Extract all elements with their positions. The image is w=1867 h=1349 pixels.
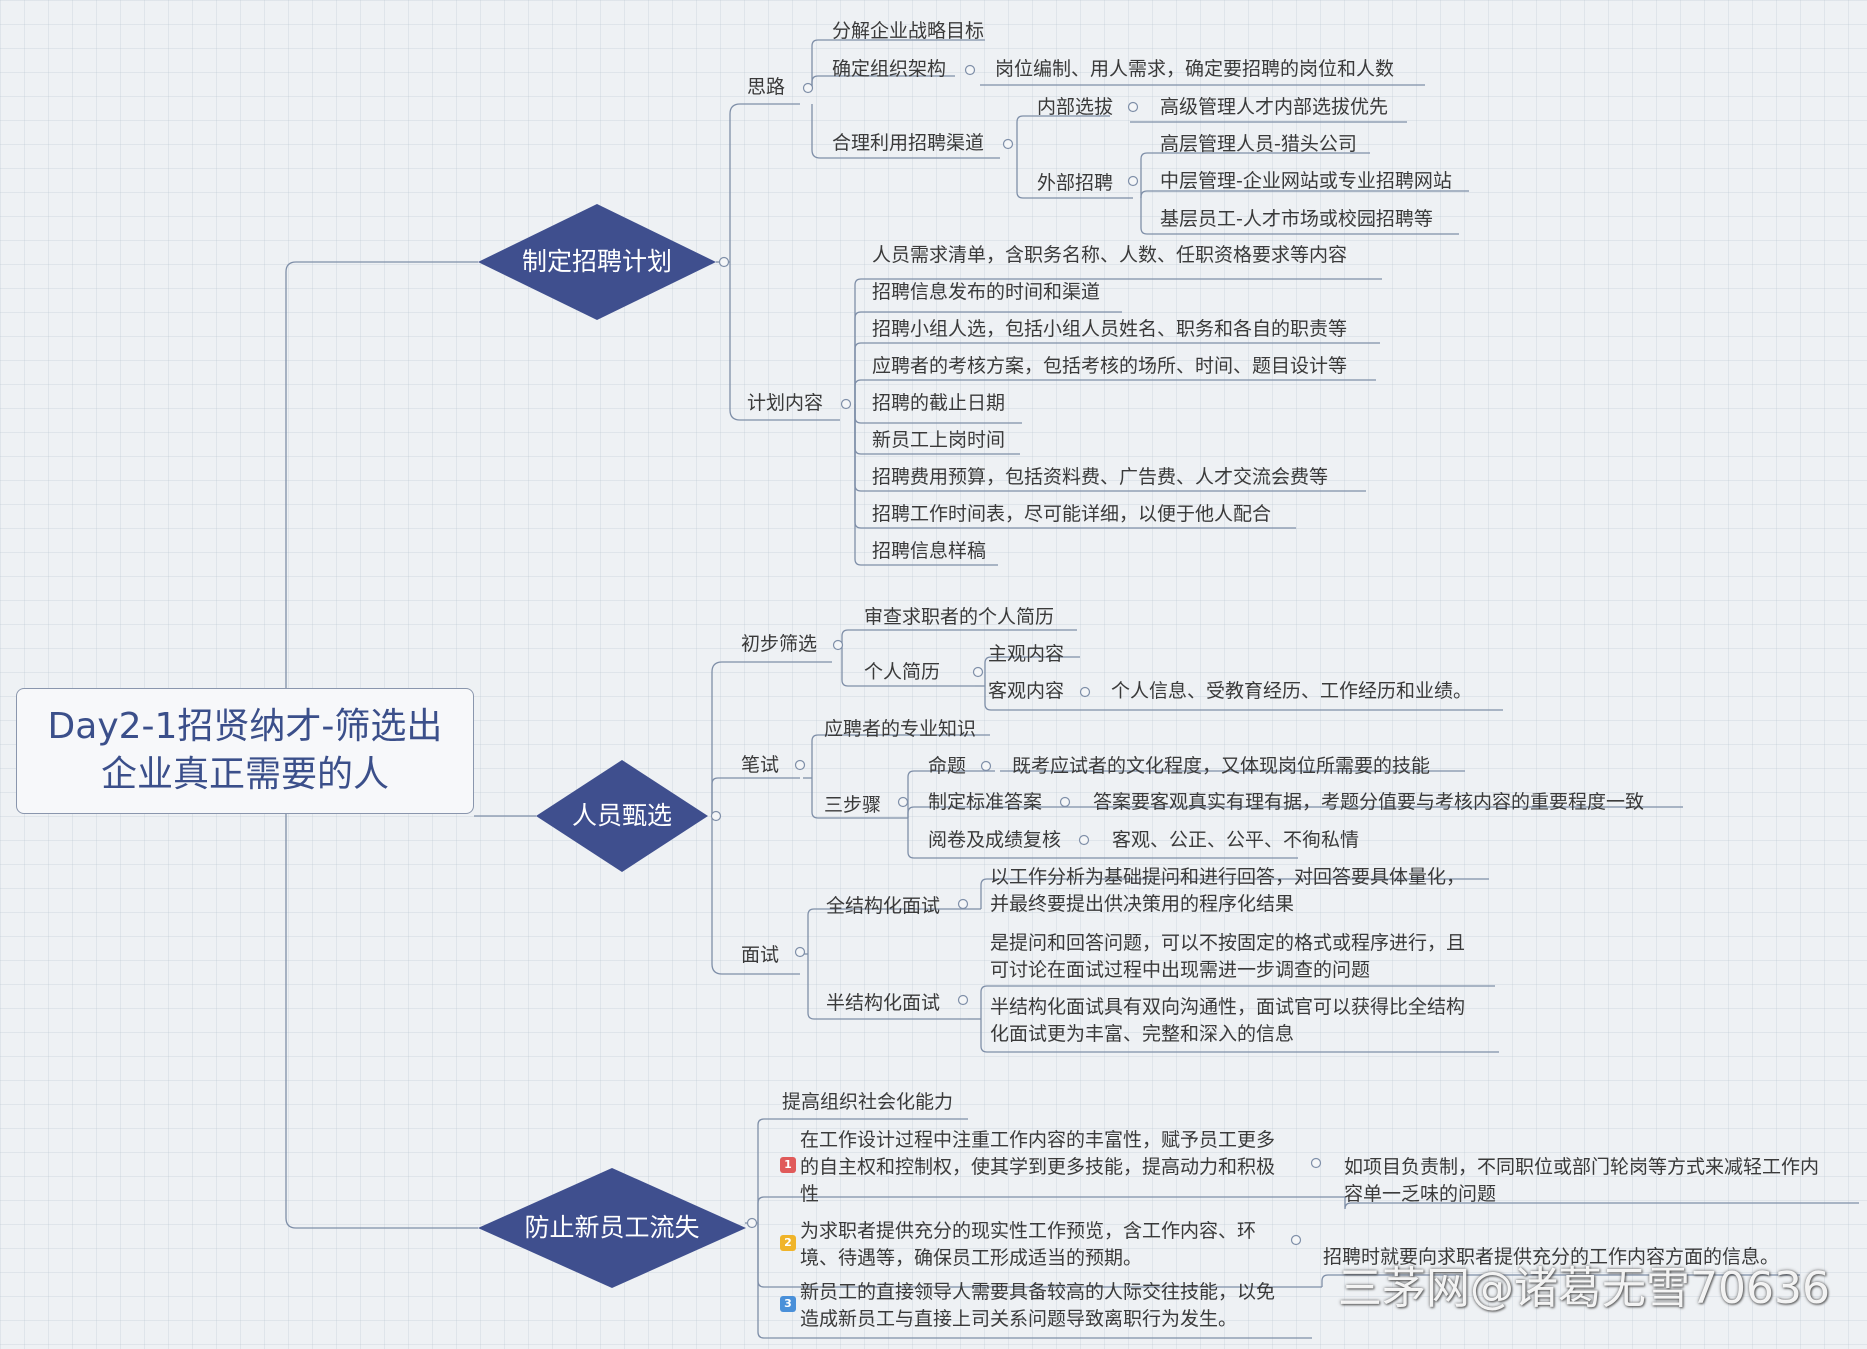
node-steps[interactable]: 三步骤 xyxy=(824,794,882,816)
retain-item2-d1[interactable]: 招聘时就要向求职者提供充分的工作内容方面的信息。 xyxy=(1323,1246,1780,1268)
plan-content-item-8[interactable]: 招聘工作时间表，尽可能详细，以便于他人配合 xyxy=(872,503,1272,525)
node-external-item-2[interactable]: 中层管理-企业网站或专业招聘网站 xyxy=(1160,170,1452,192)
node-full-structured-l1[interactable]: 以工作分析为基础提问和进行回答，对回答要具体量化， xyxy=(990,866,1466,888)
node-semi-b1[interactable]: 半结构化面试具有双向沟通性，面试官可以获得比全结构 xyxy=(990,996,1466,1018)
retain-item3-l2[interactable]: 造成新员工与直接上司关系问题导致离职行为发生。 xyxy=(800,1308,1238,1330)
node-knowledge[interactable]: 应聘者的专业知识 xyxy=(824,718,977,740)
node-channel[interactable]: 合理利用招聘渠道 xyxy=(832,132,985,154)
node-internal-detail[interactable]: 高级管理人才内部选拔优先 xyxy=(1160,96,1389,118)
node-full-structured[interactable]: 全结构化面试 xyxy=(826,895,941,917)
plan-content-item-9[interactable]: 招聘信息样稿 xyxy=(872,540,987,562)
node-goal[interactable]: 分解企业战略目标 xyxy=(832,20,985,42)
node-semi-a1[interactable]: 是提问和回答问题，可以不按固定的格式或程序进行，且 xyxy=(990,932,1466,954)
plan-content-item-2[interactable]: 招聘信息发布的时间和渠道 xyxy=(872,281,1101,303)
plan-content-item-7[interactable]: 招聘费用预算，包括资料费、广告费、人才交流会费等 xyxy=(872,466,1329,488)
node-plan-content[interactable]: 计划内容 xyxy=(747,392,824,414)
node-step-1[interactable]: 命题 xyxy=(928,755,967,777)
node-objective-detail[interactable]: 个人信息、受教育经历、工作经历和业绩。 xyxy=(1111,680,1473,702)
node-objective[interactable]: 客观内容 xyxy=(988,680,1065,702)
node-step-3-detail[interactable]: 客观、公正、公平、不徇私情 xyxy=(1112,829,1360,851)
retain-item3-l1[interactable]: 新员工的直接领导人需要具备较高的人际交往技能，以免 xyxy=(800,1281,1276,1303)
branch-screen-label[interactable]: 人员甄选 xyxy=(571,801,672,830)
node-semi-a2[interactable]: 可讨论在面试过程中出现需进一步调查的问题 xyxy=(990,959,1371,981)
node-step-2-detail[interactable]: 答案要客观真实有理有据，考题分值要与考核内容的重要程度一致 xyxy=(1093,791,1645,813)
retain-item1-d1[interactable]: 如项目负责制，不同职位或部门轮岗等方式来减轻工作内 xyxy=(1344,1156,1820,1178)
priority-2-icon: 2 xyxy=(780,1235,796,1251)
branch-plan-label[interactable]: 制定招聘计划 xyxy=(521,247,672,276)
plan-content-item-5[interactable]: 招聘的截止日期 xyxy=(872,392,1006,414)
retain-item1-l1[interactable]: 在工作设计过程中注重工作内容的丰富性，赋予员工更多 xyxy=(800,1129,1276,1151)
plan-content-item-4[interactable]: 应聘者的考核方案，包括考核的场所、时间、题目设计等 xyxy=(872,355,1348,377)
node-full-structured-l2[interactable]: 并最终要提出供决策用的程序化结果 xyxy=(990,893,1295,915)
node-semi-structured[interactable]: 半结构化面试 xyxy=(826,992,941,1014)
watermark: 三茅网@诸葛无雪70636 xyxy=(1338,1263,1830,1314)
branch-retain-label[interactable]: 防止新员工流失 xyxy=(524,1213,700,1242)
node-silu[interactable]: 思路 xyxy=(747,76,786,98)
node-org-detail[interactable]: 岗位编制、用人需求，确定要招聘的岗位和人数 xyxy=(995,58,1395,80)
retain-item1-l2[interactable]: 的自主权和控制权，使其学到更多技能，提高动力和积极 xyxy=(800,1156,1276,1178)
node-step-2[interactable]: 制定标准答案 xyxy=(928,791,1043,813)
node-external-item-3[interactable]: 基层员工-人才市场或校园招聘等 xyxy=(1160,208,1433,230)
plan-content-item-1[interactable]: 人员需求清单，含职务名称、人数、任职资格要求等内容 xyxy=(872,244,1348,266)
priority-1-icon: 1 xyxy=(780,1157,796,1173)
node-review-resume[interactable]: 审查求职者的个人简历 xyxy=(864,606,1055,628)
root-title-line1: Day2-1招贤纳才-筛选出 xyxy=(47,706,443,747)
node-external-item-1[interactable]: 高层管理人员-猎头公司 xyxy=(1160,133,1357,155)
node-written[interactable]: 笔试 xyxy=(741,754,780,776)
priority-3-icon: 3 xyxy=(780,1296,796,1312)
node-initial-screen[interactable]: 初步筛选 xyxy=(741,633,818,655)
node-internal[interactable]: 内部选拔 xyxy=(1037,96,1114,118)
node-interview[interactable]: 面试 xyxy=(741,944,780,966)
root-title-line2: 企业真正需要的人 xyxy=(100,754,389,795)
retain-item1-l3[interactable]: 性 xyxy=(800,1183,820,1205)
node-step-1-detail[interactable]: 既考应试者的文化程度，又体现岗位所需要的技能 xyxy=(1012,755,1431,777)
node-external[interactable]: 外部招聘 xyxy=(1037,172,1114,194)
retain-item2-l2[interactable]: 境、待遇等，确保员工形成适当的预期。 xyxy=(800,1247,1143,1269)
retain-item1-d2[interactable]: 容单一乏味的问题 xyxy=(1344,1183,1497,1205)
node-socialization[interactable]: 提高组织社会化能力 xyxy=(782,1091,954,1113)
node-semi-b2[interactable]: 化面试更为丰富、完整和深入的信息 xyxy=(990,1023,1295,1045)
node-step-3[interactable]: 阅卷及成绩复核 xyxy=(928,829,1062,851)
plan-content-item-3[interactable]: 招聘小组人选，包括小组人员姓名、职务和各自的职责等 xyxy=(872,318,1348,340)
node-subjective[interactable]: 主观内容 xyxy=(988,643,1065,665)
plan-content-item-6[interactable]: 新员工上岗时间 xyxy=(872,429,1006,451)
retain-item2-l1[interactable]: 为求职者提供充分的现实性工作预览，含工作内容、环 xyxy=(800,1220,1257,1242)
node-org[interactable]: 确定组织架构 xyxy=(832,58,947,80)
root-topic[interactable]: Day2-1招贤纳才-筛选出 企业真正需要的人 xyxy=(16,688,474,814)
node-resume[interactable]: 个人简历 xyxy=(864,661,941,683)
